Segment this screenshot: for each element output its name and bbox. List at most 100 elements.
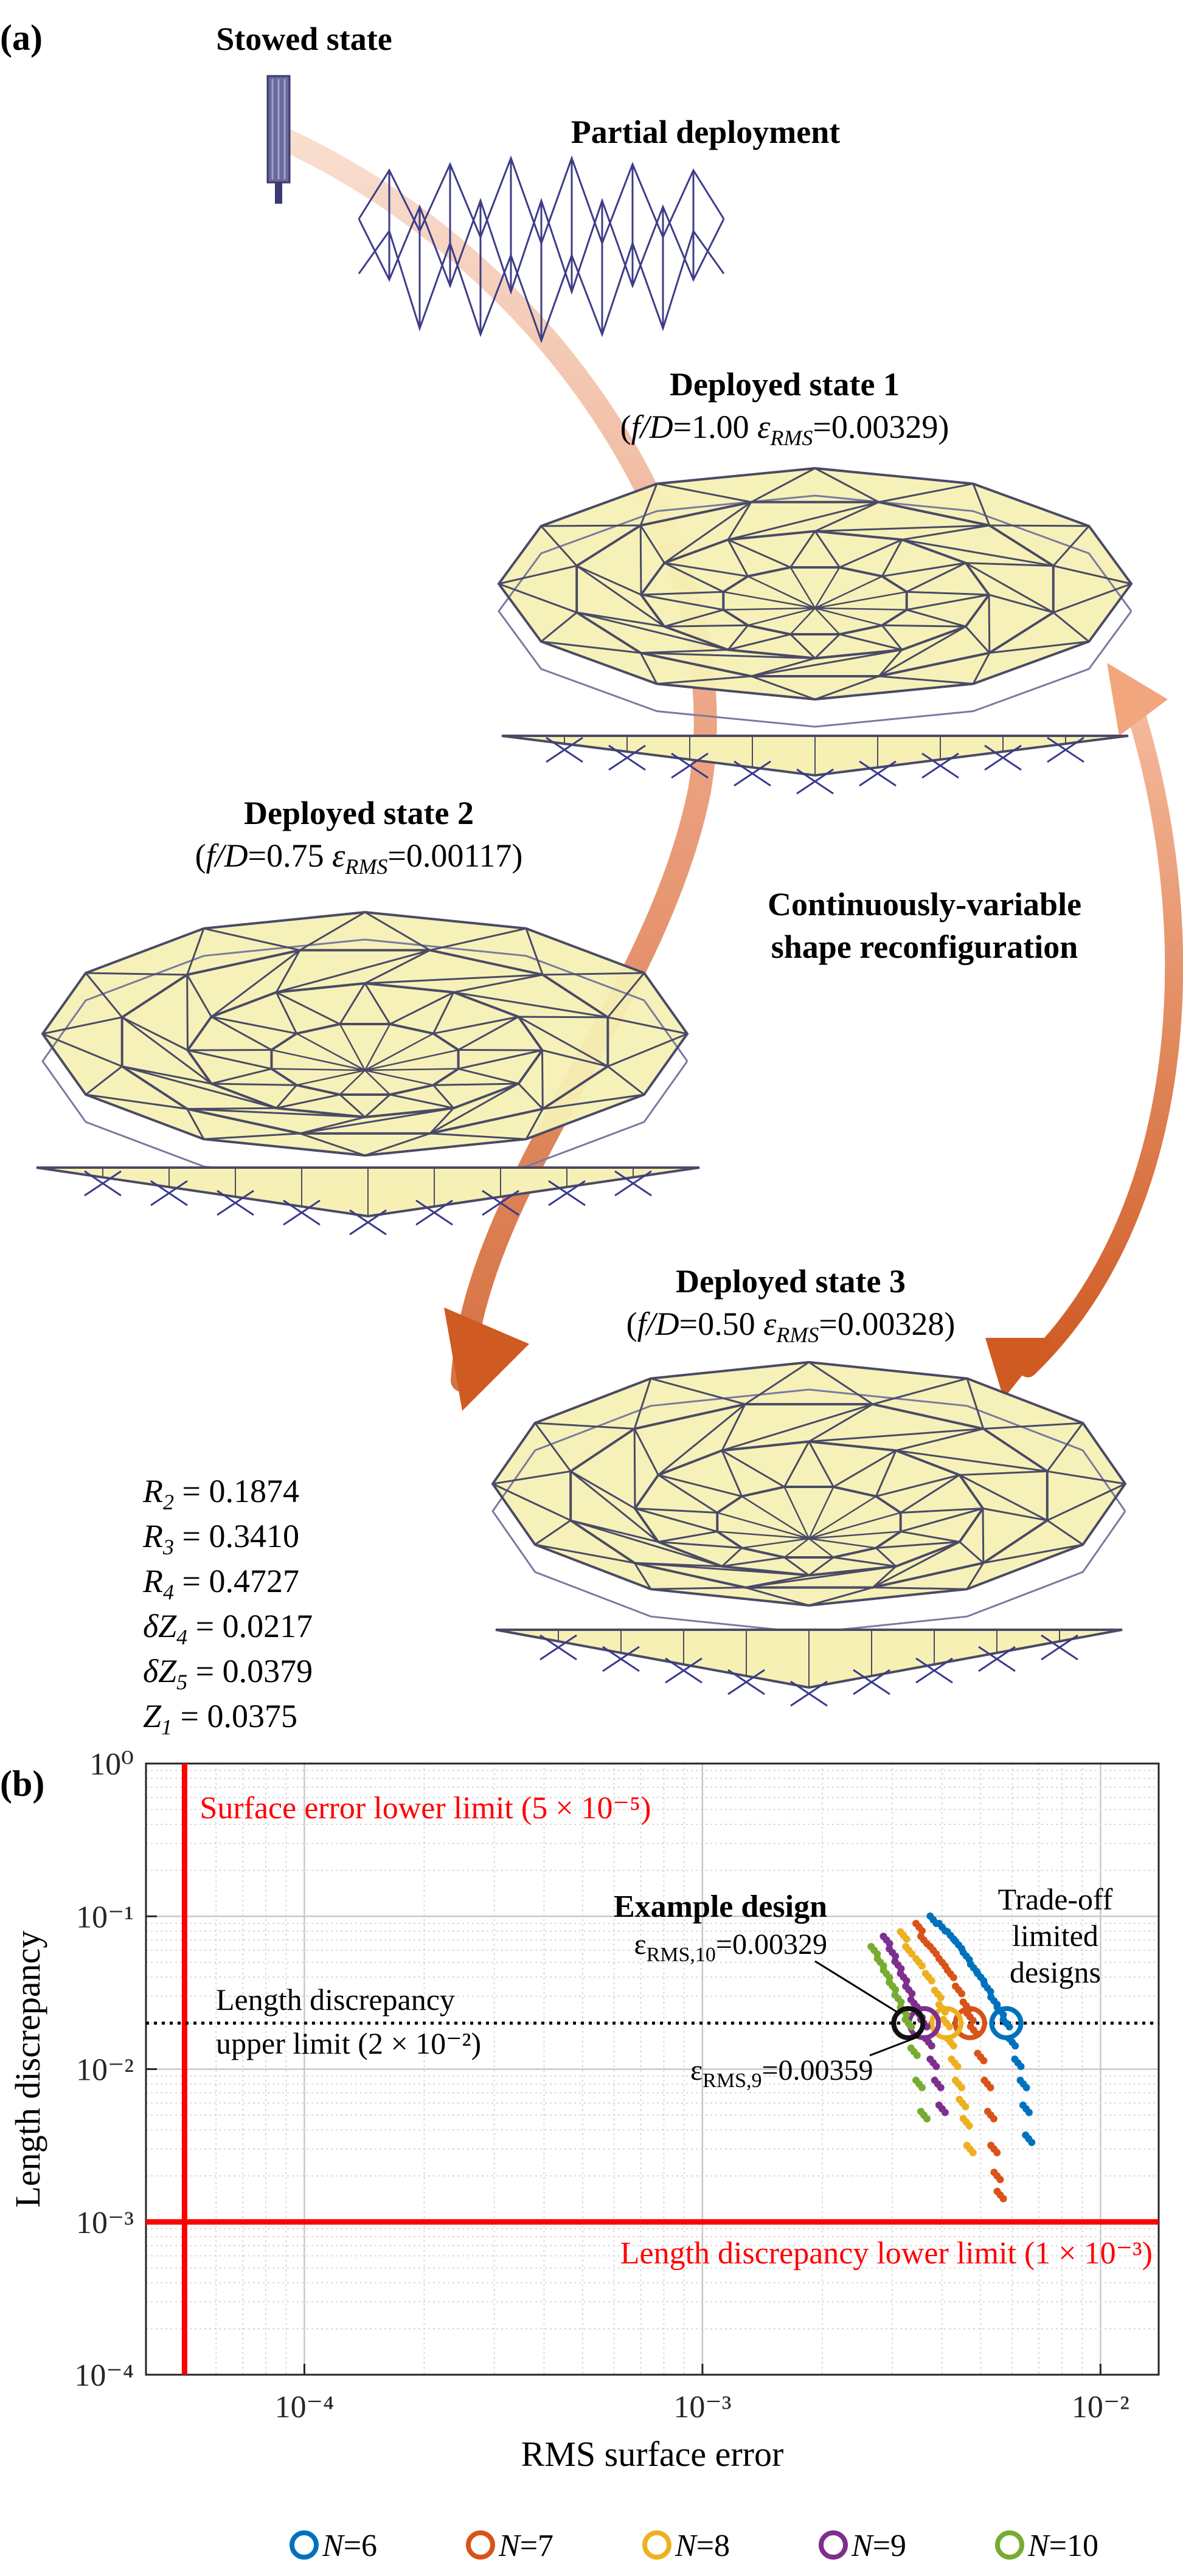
data-point <box>923 2115 931 2123</box>
panel-a-label: (a) <box>0 18 43 58</box>
data-point <box>958 1990 966 1998</box>
x-tick-label: 10⁻⁴ <box>275 2390 335 2425</box>
data-point <box>903 1935 911 1943</box>
data-point <box>949 1973 957 1981</box>
legend-marker <box>466 2530 495 2560</box>
y-tick-label: 10⁻¹ <box>76 1900 134 1934</box>
legend-label: N=9 <box>851 2529 906 2563</box>
reconfig-arrowhead-top <box>1107 663 1168 736</box>
data-point <box>903 1977 911 1985</box>
data-point <box>990 2115 997 2123</box>
legend-label: N=10 <box>1027 2529 1098 2563</box>
data-point <box>996 2176 1004 2184</box>
example-leader-line <box>814 1960 898 2013</box>
legend-label: N=6 <box>322 2529 377 2563</box>
deployed-state-3-dish <box>491 1360 1127 1634</box>
tradeoff-line1: Trade-off <box>998 1882 1113 1916</box>
example-eps9-label: εRMS,9=0.00359 <box>690 2054 873 2092</box>
y-tick-label: 10⁻⁴ <box>74 2358 134 2393</box>
panel-a: (a) Stowed state Partial deployment <box>0 18 1183 1739</box>
tradeoff-line2: limited <box>1012 1919 1098 1953</box>
state1-title: Deployed state 1 <box>670 366 900 403</box>
data-point <box>980 2057 988 2065</box>
state3-title: Deployed state 3 <box>676 1263 906 1300</box>
data-point <box>928 2042 935 2050</box>
chart-grid <box>145 1762 1159 2376</box>
deployed-state-1-dish <box>497 466 1133 728</box>
data-point <box>1028 2139 1036 2147</box>
stowed-state-label: Stowed state <box>216 21 392 57</box>
data-point <box>1022 2083 1030 2091</box>
data-point <box>1005 2023 1013 2031</box>
example-design-title: Example design <box>614 1889 827 1924</box>
series-n-10 <box>867 1942 931 2123</box>
partial-deployment-label: Partial deployment <box>571 114 840 150</box>
legend-label: N=8 <box>675 2529 730 2563</box>
param-r3: R3 = 0.3410 <box>142 1518 299 1559</box>
y-tick-label: 10⁻² <box>76 2053 134 2088</box>
data-point <box>897 1998 905 2006</box>
data-point <box>918 1927 926 1934</box>
param-dz5: δZ5 = 0.0379 <box>143 1653 313 1694</box>
selected-design-marker <box>891 2006 926 2040</box>
data-point <box>969 2148 977 2156</box>
data-point <box>987 1987 994 1995</box>
y-axis-label: Length discrepancy <box>8 1931 47 2208</box>
state2-params: (f/D=0.75 εRMS=0.00117) <box>195 837 523 879</box>
data-point <box>999 2195 1007 2203</box>
chart-legend: N=6 N=7 N=8 N=9 N=10 <box>290 2529 1098 2563</box>
x-tick-label: 10⁻³ <box>673 2390 731 2425</box>
y-tick-label: 10⁰ <box>89 1747 134 1782</box>
data-point <box>987 2083 994 2091</box>
panel-b-label: (b) <box>0 1764 44 1804</box>
reconfig-label-line1: Continuously-variable <box>768 886 1081 923</box>
data-point <box>908 1950 916 1958</box>
legend-marker <box>642 2530 671 2560</box>
series-n-7 <box>912 1919 1007 2203</box>
param-dz4: δZ4 = 0.0217 <box>143 1608 313 1649</box>
state1-params: (f/D=1.00 εRMS=0.00329) <box>620 409 949 450</box>
data-point <box>965 2122 973 2130</box>
data-point <box>908 1990 916 1998</box>
x-axis-label: RMS surface error <box>521 2434 784 2474</box>
data-point <box>1017 2063 1025 2071</box>
deployment-arrowhead <box>444 1307 529 1411</box>
legend-marker <box>995 2530 1024 2560</box>
deployed-state-2-side-view <box>36 1166 700 1236</box>
reconfig-label-line2: shape reconfiguration <box>771 929 1078 965</box>
series-n-6 <box>926 1912 1036 2147</box>
state2-title: Deployed state 2 <box>244 795 474 831</box>
param-r2: R2 = 0.1874 <box>142 1473 299 1514</box>
partial-deployment-truss <box>358 155 725 344</box>
data-point <box>937 2083 945 2091</box>
stowed-truss-drawing <box>266 75 291 204</box>
data-point <box>886 1940 893 1948</box>
reconfiguration-arrow <box>1019 708 1183 1377</box>
deployed-state-1-side-view <box>501 735 1129 795</box>
data-point <box>993 2148 1001 2156</box>
selected-design-marker <box>989 2006 1024 2040</box>
deployed-state-3-side-view <box>495 1629 1123 1707</box>
legend-marker <box>819 2530 848 2560</box>
deployed-state-2-dish <box>41 910 689 1184</box>
data-point <box>949 2042 957 2050</box>
data-point <box>928 1977 935 1985</box>
state3-params: (f/D=0.50 εRMS=0.00328) <box>626 1306 956 1347</box>
data-point <box>907 2023 915 2031</box>
param-r4: R4 = 0.4727 <box>142 1563 299 1604</box>
legend-marker <box>290 2530 319 2560</box>
legend-label: N=7 <box>498 2529 553 2563</box>
data-point <box>945 2023 953 2031</box>
tradeoff-line3: designs <box>1010 1955 1101 1989</box>
series-n-8 <box>897 1928 977 2156</box>
data-point <box>892 1952 900 1960</box>
data-point <box>913 2051 921 2059</box>
upper-limit-text-line2: upper limit (2 × 10⁻²) <box>216 2026 481 2060</box>
data-point <box>932 2063 940 2071</box>
x-tick-label: 10⁻² <box>1072 2390 1129 2425</box>
data-point <box>958 2083 966 2091</box>
eps9-leader-line <box>869 2035 920 2057</box>
